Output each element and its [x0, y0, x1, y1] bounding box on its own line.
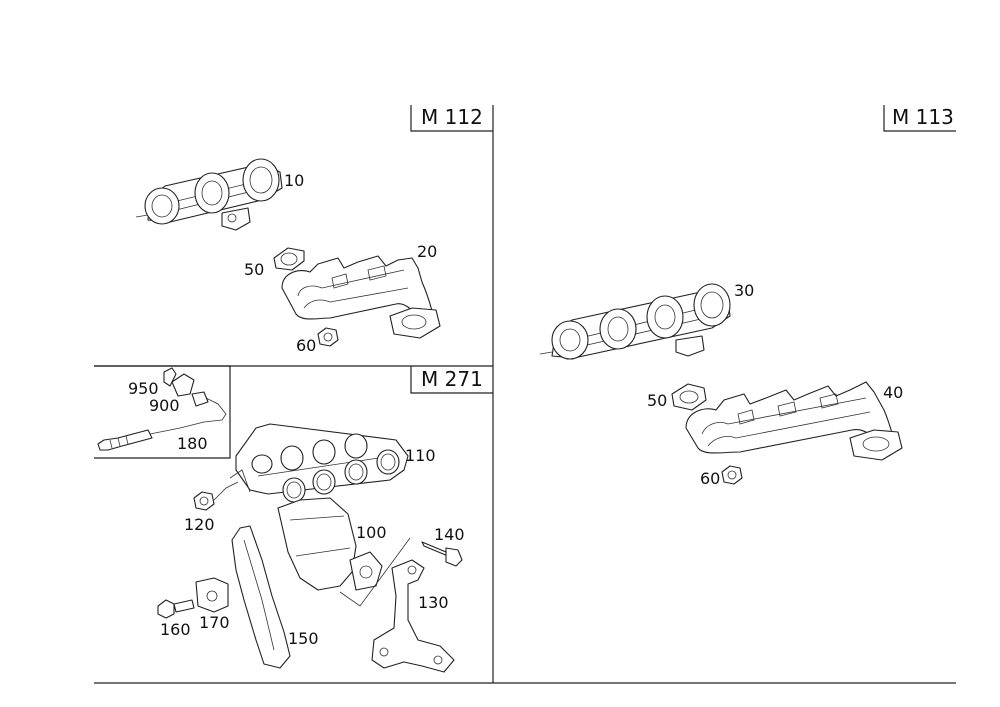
part-120-nut: [193, 481, 239, 511]
callout-20: 20: [417, 242, 437, 261]
part-60-nut-m112: [317, 327, 339, 347]
part-900-clamp: [171, 373, 195, 397]
callout-180: 180: [177, 434, 208, 453]
callout-100: 100: [356, 523, 387, 542]
callout-150: 150: [288, 629, 319, 648]
frame: [94, 105, 956, 684]
callout-50-m113: 50: [647, 391, 667, 410]
callout-140: 140: [434, 525, 465, 544]
part-50-gasket-m112: [273, 247, 305, 271]
part-40-manifold: [685, 381, 903, 461]
section-label-m113: M 113: [892, 105, 954, 129]
part-100-catalytic-converter: [277, 497, 411, 607]
part-180-oxygen-sensor: [97, 391, 227, 451]
part-140-bolt: [421, 541, 463, 567]
part-110-manifold-gasket: [229, 423, 409, 503]
callout-120: 120: [184, 515, 215, 534]
callout-50-m112: 50: [244, 260, 264, 279]
part-30-manifold: [539, 283, 731, 360]
part-160-bolt: [157, 599, 195, 619]
callout-900: 900: [149, 396, 180, 415]
part-130-bracket: [371, 559, 455, 673]
section-label-m112: M 112: [421, 105, 483, 129]
callout-130: 130: [418, 593, 449, 612]
callout-160: 160: [160, 620, 191, 639]
section-label-m271: M 271: [421, 367, 483, 391]
part-150-heat-shield: [231, 525, 291, 669]
callout-10: 10: [284, 171, 304, 190]
callout-40: 40: [883, 383, 903, 402]
callout-110: 110: [405, 446, 436, 465]
part-10-manifold: [135, 158, 283, 231]
part-20-manifold: [281, 255, 441, 339]
callout-950: 950: [128, 379, 159, 398]
part-950-clip: [163, 367, 177, 387]
callout-30: 30: [734, 281, 754, 300]
callout-60-m112: 60: [296, 336, 316, 355]
part-170-plate: [195, 577, 229, 613]
part-50-gasket-m113: [671, 383, 707, 411]
callout-170: 170: [199, 613, 230, 632]
part-60-nut-m113: [721, 465, 743, 485]
callout-60-m113: 60: [700, 469, 720, 488]
